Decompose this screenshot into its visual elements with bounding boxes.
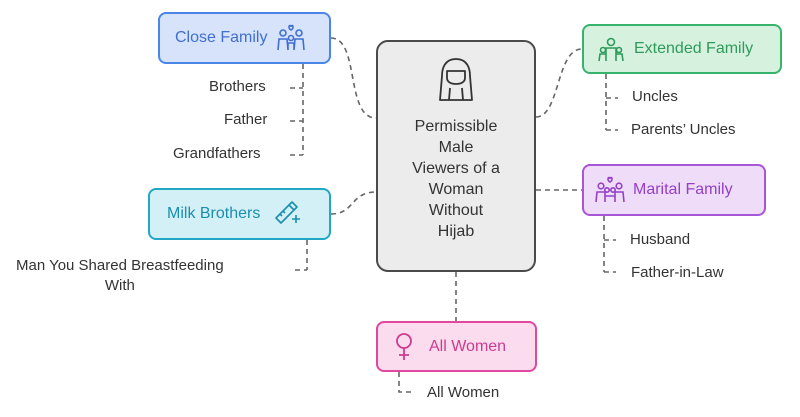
close-family-node: Close Family [158, 12, 331, 64]
connector-extended-family-items [605, 74, 618, 131]
connector-milk-brothers [330, 191, 377, 215]
connector-milk-brothers-items [295, 240, 308, 271]
connector-close-family [330, 37, 377, 119]
milk-brothers-node: Milk Brothers [148, 188, 331, 240]
female-symbol-icon [396, 332, 412, 360]
connector-close-family-items [290, 64, 304, 156]
milk-brothers-label: Milk Brothers [167, 205, 261, 222]
extended-family-item: Uncles [632, 88, 678, 105]
family-icon [277, 24, 306, 51]
all-women-item: All Women [427, 384, 500, 401]
marital-family-label: Marital Family [633, 181, 733, 198]
close-family-label: Close Family [175, 29, 268, 46]
all-women-node: All Women [376, 321, 537, 372]
milk-brothers-item: Man You Shared Breastfeeding With [16, 257, 224, 294]
close-family-item: Brothers [209, 78, 266, 95]
marital-family-node: Marital Family [582, 164, 766, 216]
extended-family-icon [598, 37, 624, 62]
marital-family-item: Husband [630, 231, 691, 248]
connector-all-women-items [398, 372, 412, 393]
connector-extended-family [535, 48, 583, 118]
baby-bottle-icon [275, 201, 301, 224]
all-women-label: All Women [429, 337, 507, 355]
center-topic-node: Permissible Male Viewers of a Woman With… [376, 40, 536, 272]
extended-family-node: Extended Family [582, 24, 782, 74]
extended-family-item: Parents’ Uncles [631, 121, 736, 138]
connector-marital-family-items [603, 216, 616, 273]
close-family-item: Father [224, 111, 268, 128]
center-topic-title: Permissible Male Viewers of a Woman With… [412, 118, 500, 240]
marital-family-item: Father-in-Law [631, 264, 724, 281]
couple-family-icon [595, 176, 625, 203]
close-family-item: Grandfathers [173, 145, 261, 162]
hijab-woman-icon [439, 58, 473, 101]
extended-family-label: Extended Family [634, 40, 754, 57]
